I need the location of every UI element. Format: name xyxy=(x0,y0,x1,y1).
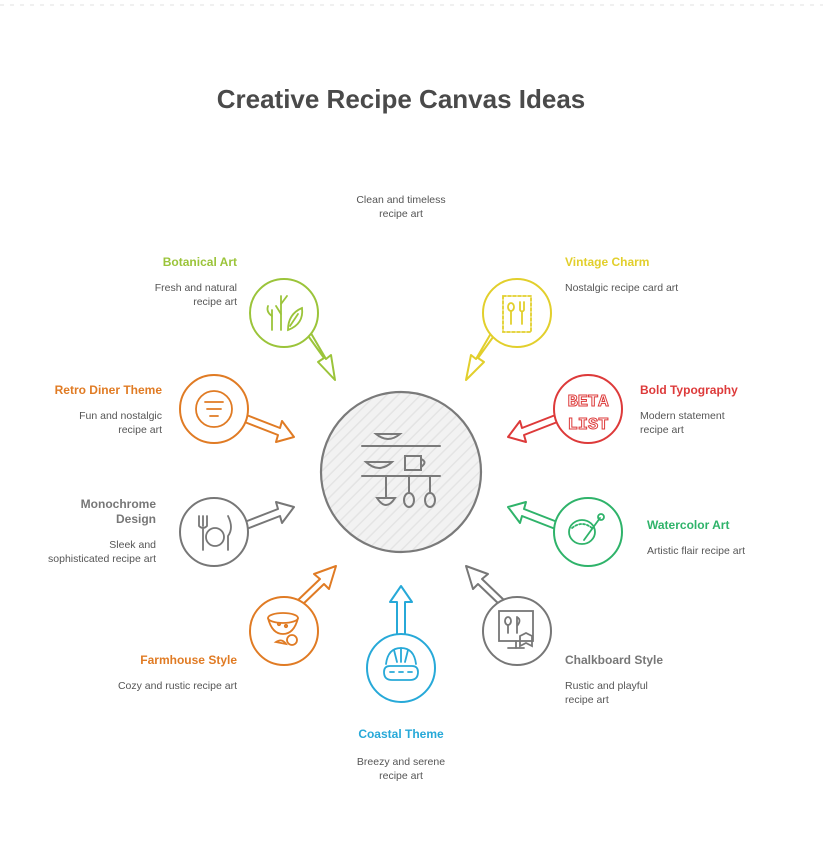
beta-icon-text: BETA xyxy=(568,393,610,412)
bold-title: Bold Typography xyxy=(640,383,738,397)
arrow-bold xyxy=(507,413,561,443)
paint-bowl-icon xyxy=(568,513,605,545)
monochrome-description: Sleek and sophisticated recipe art xyxy=(48,539,156,565)
node-vintage xyxy=(482,278,552,348)
node-farmhouse xyxy=(249,596,319,666)
menu-lines-icon xyxy=(195,390,233,428)
chalkboard-title: Chalkboard Style xyxy=(565,653,664,667)
chalkboard-description: Rustic and playful recipe art xyxy=(565,680,648,706)
farmhouse-title: Farmhouse Style xyxy=(140,653,237,667)
node-watercolor xyxy=(553,497,623,567)
arrow-farmhouse xyxy=(296,565,337,607)
retro-description: Fun and nostalgic recipe art xyxy=(79,410,162,436)
top-dashed-border xyxy=(0,4,823,6)
watercolor-description: Artistic flair recipe art xyxy=(647,545,746,557)
vintage-description: Nostalgic recipe card art xyxy=(565,282,679,294)
arrow-watercolor xyxy=(507,501,561,531)
chalkboard-icon xyxy=(498,610,534,649)
center-node xyxy=(319,390,483,554)
botanical-title: Botanical Art xyxy=(162,255,237,269)
arrow-chalkboard xyxy=(465,565,506,607)
node-botanical xyxy=(249,278,319,348)
node-chalkboard xyxy=(482,596,552,666)
node-retro xyxy=(179,374,249,444)
kitchen-shelf-icon xyxy=(361,433,441,508)
bread-basket-icon xyxy=(383,647,419,681)
bold-description: Modern statement recipe art xyxy=(640,410,725,436)
soup-pot-icon xyxy=(267,612,299,646)
node-monochrome xyxy=(179,497,249,567)
node-bold: BETA LIST xyxy=(553,374,623,444)
arrow-coastal xyxy=(389,585,413,637)
retro-title: Retro Diner Theme xyxy=(54,383,162,397)
watercolor-title: Watercolor Art xyxy=(647,518,730,532)
coastal-description: Breezy and serene recipe art xyxy=(356,756,446,782)
herbs-icon xyxy=(266,295,304,332)
recipe-card-icon xyxy=(502,295,532,333)
list-icon-text: LIST xyxy=(568,416,609,435)
farmhouse-description: Cozy and rustic recipe art xyxy=(117,680,237,692)
vintage-title: Vintage Charm xyxy=(565,255,650,269)
coastal-title: Coastal Theme xyxy=(358,727,444,741)
monochrome-title: Monochrome Design xyxy=(80,497,156,526)
cutlery-plate-icon xyxy=(198,515,232,551)
arrow-retro xyxy=(241,413,295,443)
center-description: Clean and timeless recipe art xyxy=(356,194,446,220)
page-title: Creative Recipe Canvas Ideas xyxy=(216,84,586,114)
arrow-monochrome xyxy=(241,501,295,531)
node-coastal xyxy=(366,633,436,703)
botanical-description: Fresh and natural recipe art xyxy=(154,282,237,308)
